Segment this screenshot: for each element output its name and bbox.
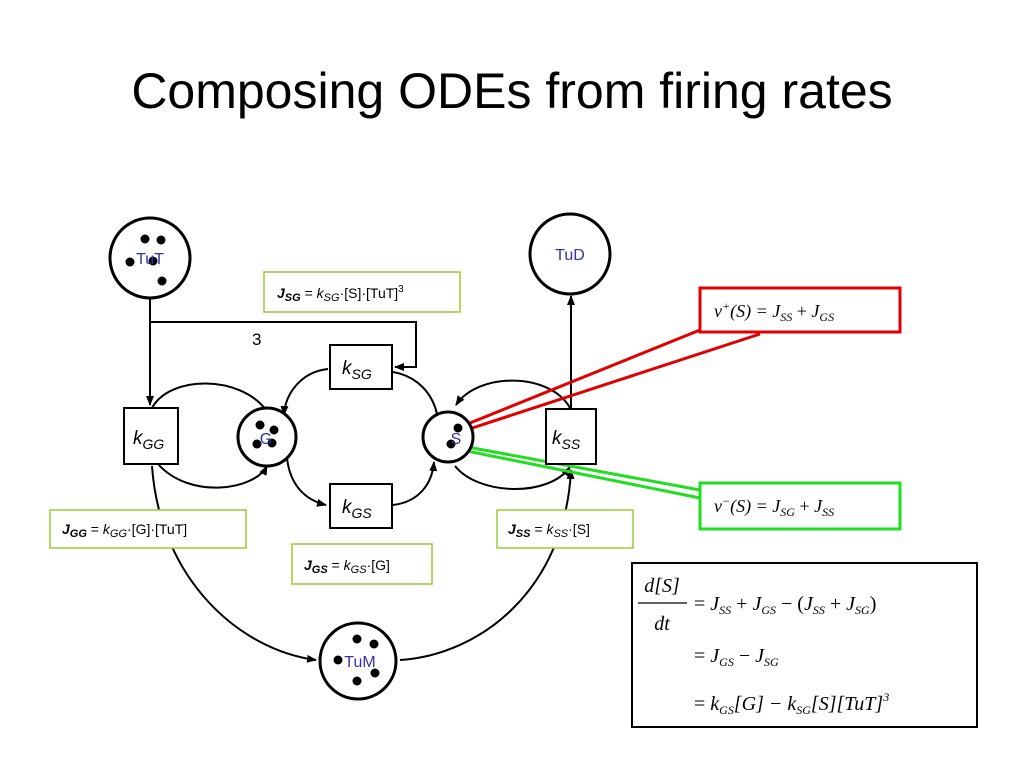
arcs [146, 295, 575, 663]
place-label-g: G [260, 431, 272, 448]
arc-kss-top [455, 379, 571, 409]
svg-text:kSG: kSG [342, 358, 372, 382]
v-plus-box: v+(S) = JSS + JGS [698, 286, 902, 334]
rate-box-jss: JSS = kSS·[S] [496, 509, 634, 549]
svg-text:JGG = kGG·[G]·[TuT]: JGG = kGG·[G]·[TuT] [62, 521, 187, 540]
ode-numerator: d[S] [644, 575, 680, 597]
place-g: G [236, 406, 298, 468]
arc-weight-label: 3 [252, 330, 261, 349]
place-tud: TuD [528, 212, 612, 296]
svg-text:kSS: kSS [552, 428, 581, 452]
ode-line-1: = JSS + JGS − (JSS + JSG) [694, 593, 876, 617]
transition-kss: kSS [545, 408, 597, 465]
transition-kgg: kGG [123, 407, 179, 465]
place-label-tum: TuM [344, 654, 375, 671]
svg-text:kGG: kGG [133, 428, 164, 452]
arc-g-to-kgs [286, 457, 327, 507]
arc-kgg-to-tum [151, 465, 317, 663]
svg-text:v−(S) = JSG + JSS: v−(S) = JSG + JSS [714, 494, 834, 519]
arc-kgg-bottom [157, 463, 268, 489]
place-tut: TuT [108, 216, 192, 300]
svg-text:kGS: kGS [342, 497, 372, 521]
svg-text:v+(S) = JSS + JGS: v+(S) = JSS + JGS [714, 299, 834, 324]
v-minus-box: v−(S) = JSG + JSS [698, 481, 902, 531]
arc-ksg-to-g [280, 368, 329, 416]
place-label-s: S [451, 431, 462, 448]
ode-box: d[S] dt = JSS + JGS − (JSS + JSG) = JGS … [631, 562, 978, 728]
slide-title: Composing ODEs from firing rates [131, 63, 893, 119]
arc-s-to-ksg [392, 371, 438, 415]
arc-kgg-top [151, 382, 267, 411]
v-minus-pointer [461, 444, 701, 500]
place-s: S [421, 410, 475, 464]
transition-ksg: kSG [329, 344, 393, 390]
ode-line-2: = JGS − JSG [694, 645, 779, 669]
svg-text:JSG = kSG·[S]·[TuT]3: JSG = kSG·[S]·[TuT]3 [277, 284, 404, 304]
svg-text:JSS = kSS·[S]: JSS = kSS·[S] [508, 521, 590, 540]
svg-text:JGS = kGS·[G]: JGS = kGS·[G] [304, 557, 390, 576]
ode-line-3: = kGS[G] − kSG[S][TuT]3 [694, 690, 889, 717]
rate-box-jgg: JGG = kGG·[G]·[TuT] [49, 509, 247, 549]
place-label-tut: TuT [136, 251, 164, 268]
arc-kgs-to-s [392, 461, 438, 506]
transition-kgs: kGS [329, 483, 393, 529]
rate-box-jgs: JGS = kGS·[G] [291, 543, 433, 585]
rate-box-jsg: JSG = kSG·[S]·[TuT]3 [263, 271, 461, 313]
ode-denominator: dt [654, 613, 670, 635]
v-plus-pointer [459, 328, 761, 434]
place-label-tud: TuD [555, 247, 585, 264]
arc-kss-bottom [454, 465, 571, 490]
place-tum: TuM [318, 621, 398, 701]
arc-tut-to-ksg [150, 321, 417, 371]
